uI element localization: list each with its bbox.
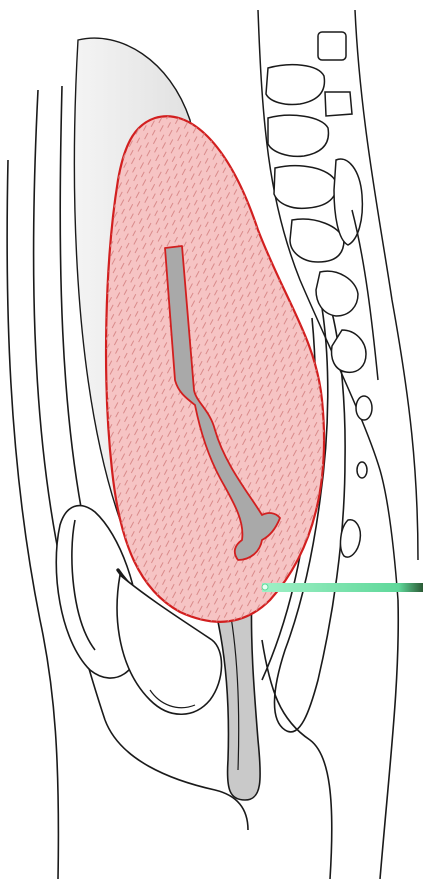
pointer-line [262,583,423,592]
